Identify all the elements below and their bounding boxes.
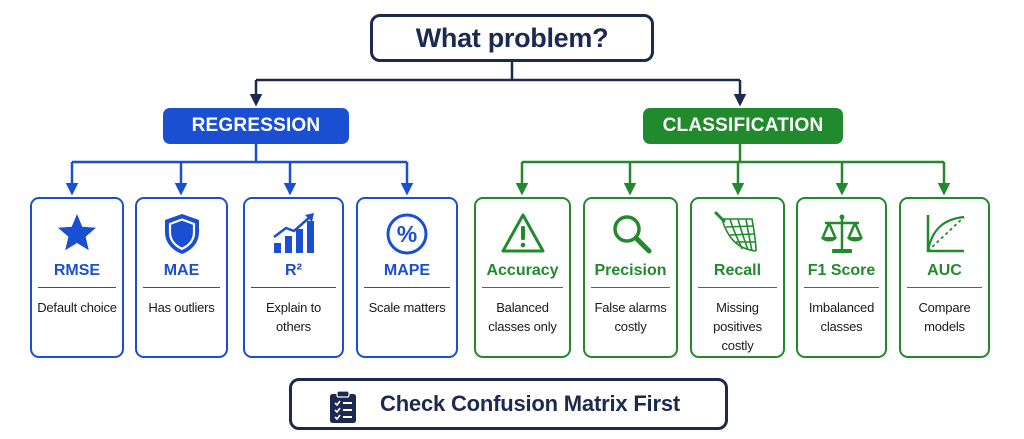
metric-description: Explain to others — [265, 300, 322, 334]
roc-curve-icon — [926, 215, 965, 253]
divider — [804, 287, 879, 288]
metric-title: MAPE — [383, 262, 431, 279]
metric-description: Has outliers — [148, 300, 215, 315]
percent-icon: % — [386, 213, 428, 255]
metric-card-f1-score: F1 Score Imbalanced classes — [796, 197, 887, 358]
metric-title: MAE — [163, 262, 200, 279]
divider — [251, 287, 336, 288]
balance-scale-icon — [820, 214, 863, 253]
metric-title: RMSE — [53, 262, 101, 279]
metric-card-r2: R² Explain to others — [243, 197, 344, 358]
metric-title: AUC — [927, 262, 962, 279]
metric-card-auc: AUC Compare models — [899, 197, 990, 358]
metric-card-recall: Recall Missing positives costly — [690, 197, 785, 358]
metric-description: Scale matters — [368, 300, 446, 315]
metric-title: F1 Score — [807, 262, 876, 279]
divider — [698, 287, 777, 288]
root-connector — [256, 62, 740, 82]
footer-callout: Check Confusion Matrix First — [289, 378, 728, 430]
metric-card-mape: % MAPE Scale matters — [356, 197, 458, 358]
clipboard-checklist-icon — [330, 390, 356, 423]
trend-chart-icon — [272, 213, 314, 253]
metric-title: Accuracy — [486, 262, 559, 279]
metric-description: False alarms costly — [594, 300, 667, 334]
net-icon — [714, 211, 757, 252]
metric-card-precision: Precision False alarms costly — [583, 197, 678, 358]
warning-icon — [501, 213, 544, 253]
divider — [364, 287, 450, 288]
regression-connector — [72, 144, 407, 164]
metric-description: Missing positives costly — [713, 300, 762, 353]
magnifier-icon — [612, 215, 651, 254]
star-icon — [58, 214, 96, 251]
divider — [907, 287, 982, 288]
divider — [38, 287, 116, 288]
metric-description: Imbalanced classes — [808, 300, 875, 334]
divider — [482, 287, 563, 288]
metric-card-mae: MAE Has outliers — [135, 197, 228, 358]
divider — [591, 287, 670, 288]
root-question: What problem? — [370, 14, 654, 62]
regression-branch: REGRESSION — [163, 108, 349, 144]
shield-icon — [164, 214, 199, 254]
metric-description: Balanced classes only — [488, 300, 557, 334]
metric-title: R² — [285, 262, 302, 279]
footer-label: Check Confusion Matrix First — [380, 391, 680, 416]
metric-description: Default choice — [37, 300, 117, 315]
classification-branch: CLASSIFICATION — [643, 108, 843, 144]
metric-title: Recall — [713, 262, 762, 279]
classification-connector — [522, 144, 944, 164]
metric-card-accuracy: Accuracy Balanced classes only — [474, 197, 571, 358]
metric-title: Precision — [594, 262, 667, 279]
metric-description: Compare models — [918, 300, 971, 334]
svg-text:%: % — [397, 221, 417, 247]
metric-card-rmse: RMSE Default choice — [30, 197, 124, 358]
divider — [143, 287, 220, 288]
